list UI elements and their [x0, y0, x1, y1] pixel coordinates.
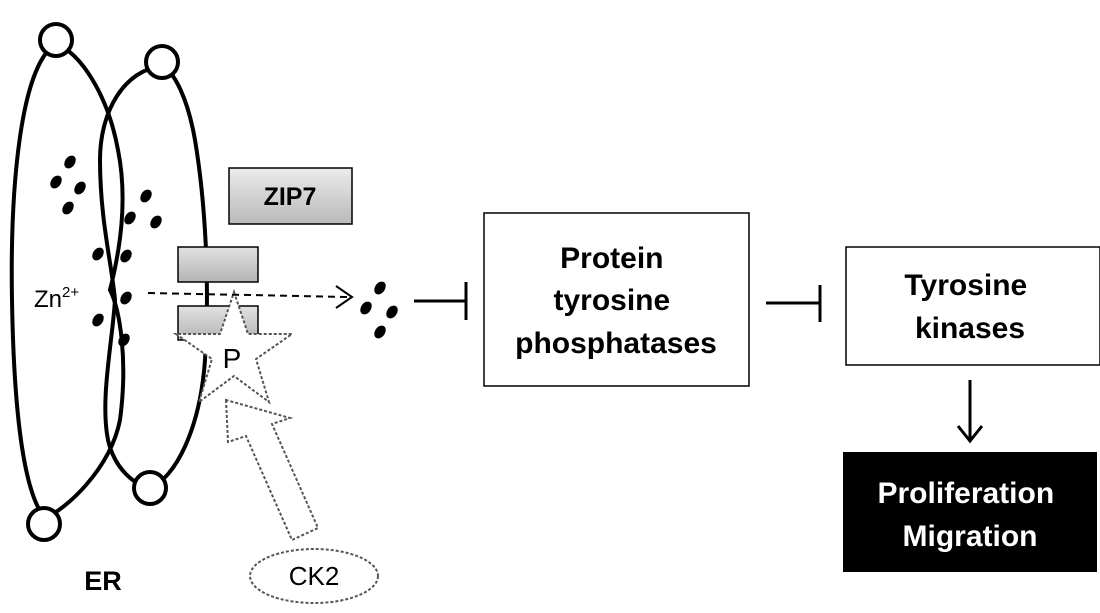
inhibit-tk-arrow [766, 285, 822, 322]
zinc-ions-er [50, 155, 162, 347]
zip7-label-box [228, 167, 353, 225]
ck2-arrow [224, 398, 320, 542]
outcome-line-1: Proliferation [877, 477, 1054, 510]
vesicle-top-left [38, 22, 74, 58]
zinc-label: Zn2+ [34, 284, 79, 313]
er-vesicles [26, 22, 180, 542]
er-membrane [9, 41, 209, 521]
vesicle-bottom-right [132, 470, 168, 506]
vesicle-bottom-left [26, 506, 62, 542]
outcome-line-2: Migration [903, 520, 1038, 553]
outcome-label: Proliferation Migration [877, 477, 1062, 553]
tk-to-outcome-arrow [956, 380, 984, 444]
er-label: ER [84, 566, 122, 596]
zinc-transport-arrow [147, 285, 354, 309]
ck2-label: CK2 [289, 561, 340, 591]
ptp-line-2: tyrosine [553, 284, 670, 317]
tk-box [845, 246, 1100, 366]
er-left-lobe [9, 41, 126, 521]
ptp-line-1: Protein [560, 242, 663, 275]
ptp-box [483, 212, 750, 387]
vesicle-top-right [144, 44, 180, 80]
phospho-label: P [223, 343, 242, 374]
tk-line-1: Tyrosine [904, 269, 1027, 302]
ck2-ellipse [249, 548, 379, 604]
zinc-ions-cytosol [360, 281, 398, 339]
inhibit-ptp-arrow [414, 282, 468, 320]
tk-label: Tyrosine kinases [904, 269, 1035, 345]
zip7-transporter-upper [177, 246, 259, 283]
phospho-star [172, 288, 296, 405]
outcome-box [843, 452, 1097, 572]
tk-line-2: kinases [915, 312, 1025, 345]
er-right-lobe [97, 63, 209, 491]
ptp-line-3: phosphatases [515, 327, 717, 360]
zip7-label: ZIP7 [264, 183, 317, 211]
ptp-label: Protein tyrosine phosphatases [515, 242, 717, 360]
